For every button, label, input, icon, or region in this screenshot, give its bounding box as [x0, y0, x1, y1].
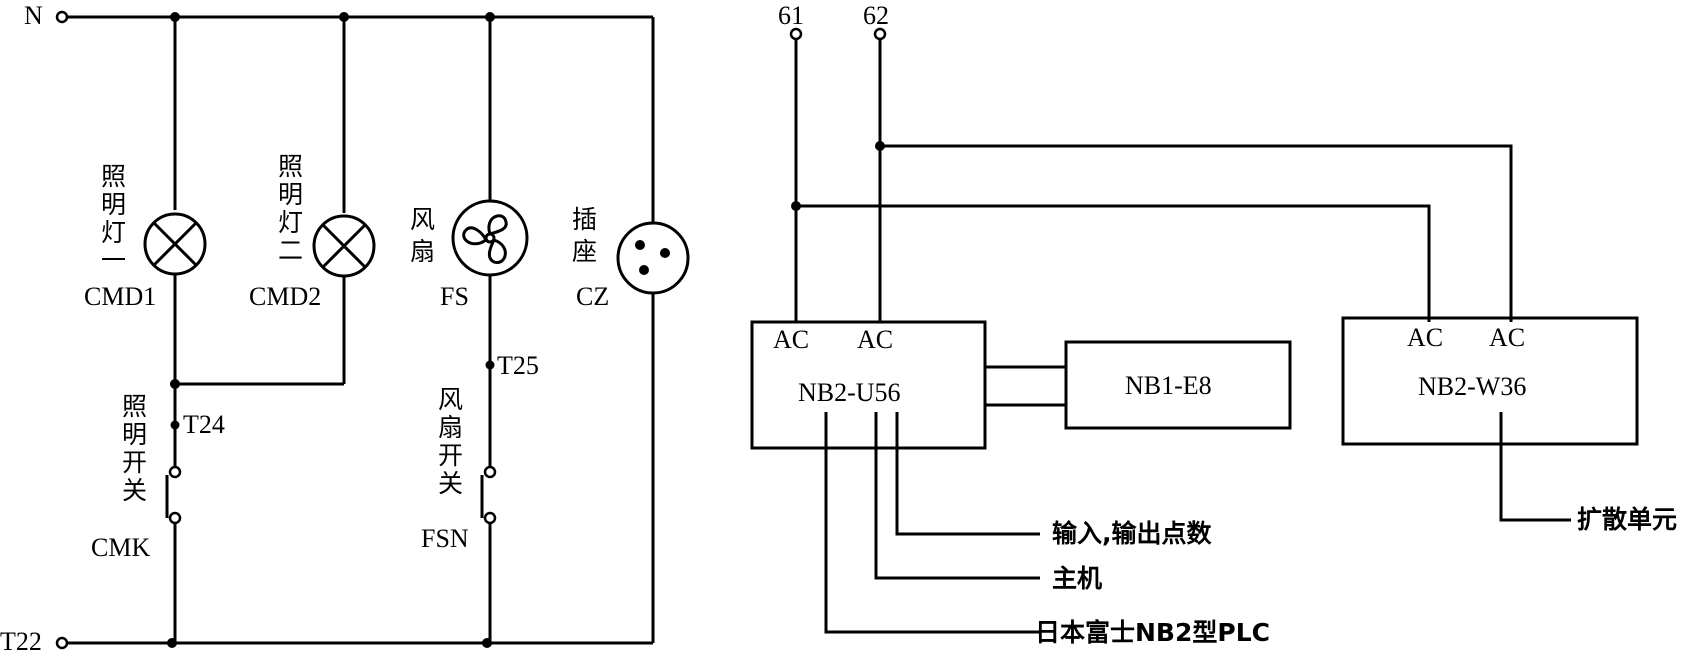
terminal-t22-label: T22 [0, 627, 42, 656]
lamp1-branch: 照 明 灯 一 CMD1 [84, 17, 207, 384]
main-unit-model: NB2-U56 [798, 378, 901, 407]
terminal-n [55, 10, 69, 24]
fan-switch-label-char: 开 [438, 441, 463, 470]
fan-label-char: 扇 [410, 237, 435, 266]
callout-leader [874, 412, 1040, 580]
fan-branch: T25 风 扇 FS [410, 17, 539, 380]
switch-icon [165, 465, 182, 525]
terminal-62-label: 62 [863, 1, 889, 30]
lamp-icon [312, 214, 376, 278]
ext-unit-ac-label: AC [1489, 323, 1525, 352]
fan-switch-branch: 风 扇 开 关 FSN [421, 365, 497, 643]
lamp2-branch: 照 明 灯 二 CMD2 [249, 17, 376, 384]
fan-switch-label-char: 风 [438, 385, 463, 414]
fan-label-char: 风 [410, 205, 435, 234]
switch-icon [480, 465, 497, 525]
io-unit-box: NB1-E8 [1064, 340, 1292, 430]
fan-switch-label-char: 扇 [438, 413, 463, 442]
terminal-61 [789, 27, 803, 41]
plc-wiring-diagram: 61 62 AC AC NB2-U56 NB1-E8 AC AC [750, 1, 1677, 647]
lamp2-label-char: 二 [278, 236, 303, 265]
lamp2-label-char: 灯 [278, 208, 303, 237]
left-circuit: N T22 照 明 灯 一 CMD1 [0, 1, 690, 656]
ext-unit-ac-label: AC [1407, 323, 1443, 352]
terminal-t22 [55, 636, 69, 650]
socket-label-char: 插 [572, 205, 597, 234]
callout-plc: 日本富士NB2型PLC [1035, 618, 1270, 647]
fan-code: FS [440, 282, 469, 311]
lamp2-code: CMD2 [249, 282, 321, 311]
socket-label-char: 座 [572, 237, 597, 266]
terminal-62 [873, 27, 887, 41]
socket-icon [616, 221, 690, 295]
ext-feed-wire-62 [880, 144, 1513, 322]
light-switch-code: CMK [91, 533, 150, 562]
io-unit-model: NB1-E8 [1125, 371, 1212, 400]
lamp2-label-char: 明 [278, 180, 303, 209]
callout-expansion: 扩散单元 [1577, 505, 1677, 534]
light-switch-label-char: 关 [122, 476, 147, 505]
lamp1-code: CMD1 [84, 282, 156, 311]
fan-switch-code: FSN [421, 524, 469, 553]
fan-switch-label-char: 关 [438, 469, 463, 498]
terminal-61-label: 61 [778, 1, 804, 30]
ext-unit-box: AC AC NB2-W36 [1341, 316, 1639, 446]
callout-leader [824, 412, 1040, 634]
socket-branch: 插 座 CZ [572, 17, 690, 643]
ext-unit-model: NB2-W36 [1418, 372, 1526, 401]
fan-icon [451, 199, 529, 277]
ext-feed-wire-61 [796, 204, 1431, 322]
socket-code: CZ [576, 282, 609, 311]
main-unit-ac-label: AC [857, 325, 893, 354]
main-unit-ac-label: AC [773, 325, 809, 354]
callout-leader [895, 412, 1040, 536]
lamp1-label-char: 灯 [101, 218, 126, 247]
lamp2-label-char: 照 [278, 152, 303, 181]
light-switch-label-char: 明 [122, 420, 147, 449]
light-switch-branch: 照 明 开 关 CMK [91, 392, 182, 643]
lamp-icon [143, 212, 207, 276]
light-switch-label-char: 开 [122, 448, 147, 477]
callout-io-points: 输入,输出点数 [1052, 519, 1212, 548]
terminal-n-label: N [24, 1, 43, 30]
lamp1-label-char: 一 [101, 246, 126, 275]
lamp1-label-char: 照 [101, 162, 126, 191]
main-unit-box: AC AC NB2-U56 [750, 320, 987, 450]
terminal-t24-label: T24 [183, 410, 225, 439]
lamp1-label-char: 明 [101, 190, 126, 219]
callout-leader [1499, 412, 1571, 522]
light-switch-label-char: 照 [122, 392, 147, 421]
terminal-t25-label: T25 [497, 351, 539, 380]
callout-host: 主机 [1052, 564, 1102, 593]
